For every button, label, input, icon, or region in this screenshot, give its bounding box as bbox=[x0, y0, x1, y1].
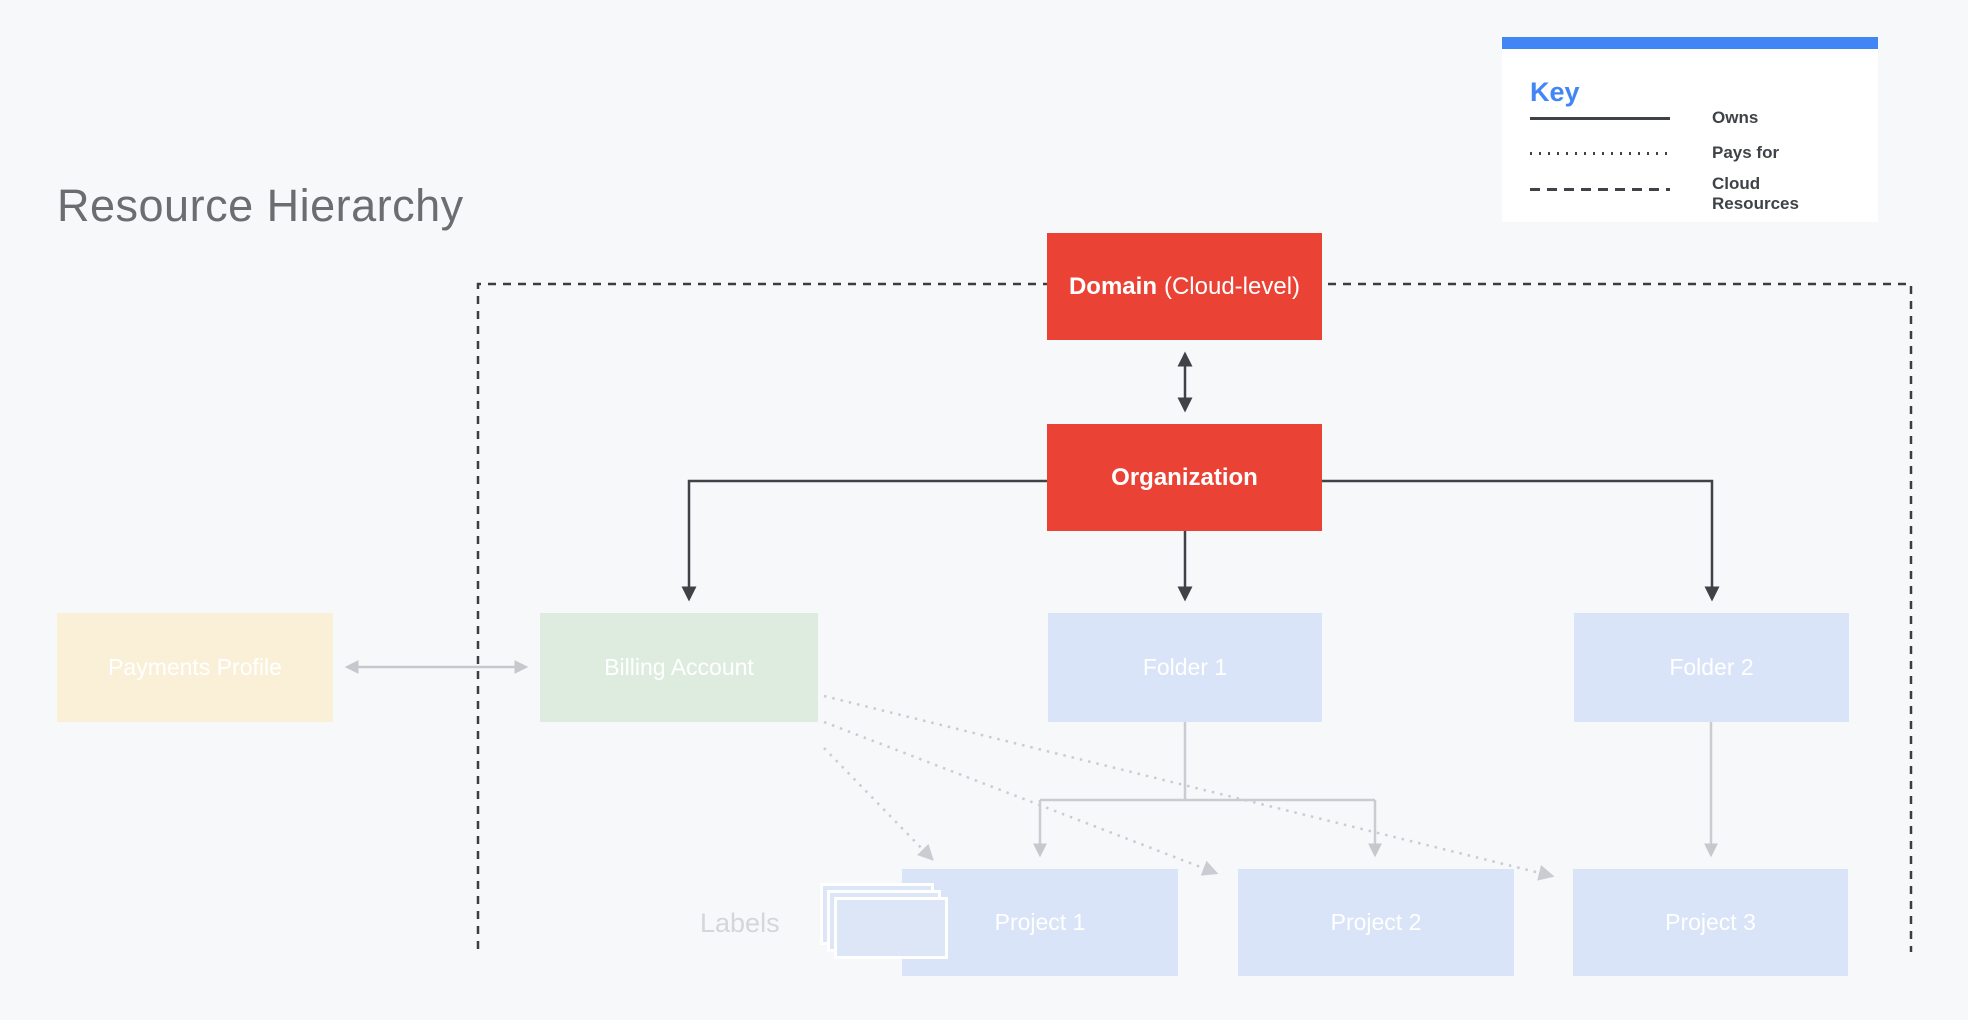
domain-node-sublabel: (Cloud-level) bbox=[1163, 272, 1301, 300]
owns-line-sample bbox=[1530, 117, 1670, 120]
domain-node-label: Domain bbox=[1068, 272, 1157, 300]
owns-label: Owns bbox=[1712, 108, 1759, 127]
labels-stack-icon bbox=[834, 897, 948, 959]
labels-caption: Labels bbox=[700, 908, 780, 938]
billing-project3-dotted-arrow bbox=[823, 694, 1555, 881]
project1-node-label: Project 1 bbox=[994, 909, 1086, 935]
pays-for-label: Pays for bbox=[1712, 143, 1780, 162]
project3-node-label: Project 3 bbox=[1665, 909, 1756, 935]
organization-folder2-arrow bbox=[1322, 479, 1720, 602]
payments-profile-node: Payments Profile bbox=[57, 613, 333, 722]
pays-for-line-sample bbox=[1530, 152, 1670, 155]
folder1-tree-stem bbox=[1040, 722, 1375, 802]
project3-node: Project 3 bbox=[1573, 869, 1848, 976]
billing-project2-dotted-arrow bbox=[823, 720, 1219, 876]
organization-node: Organization bbox=[1047, 424, 1322, 531]
project2-node: Project 2 bbox=[1238, 869, 1514, 976]
folder2-node: Folder 2 bbox=[1574, 613, 1849, 722]
legend: Key Owns Pays for Cloud Resources bbox=[1502, 37, 1878, 222]
domain-node: Domain (Cloud-level) bbox=[1047, 233, 1322, 340]
legend-heading: Key bbox=[1530, 77, 1580, 107]
project1-node: Project 1 bbox=[902, 869, 1178, 976]
legend-top-bar bbox=[1502, 37, 1878, 49]
organization-node-label: Organization bbox=[1111, 463, 1258, 491]
folder1-node-label: Folder 1 bbox=[1142, 654, 1228, 680]
billing-account-node-label: Billing Account bbox=[604, 654, 754, 680]
organization-billing-arrow bbox=[681, 479, 1047, 602]
page-title: Resource Hierarchy bbox=[57, 180, 464, 231]
cloud-resources-label: Cloud Resources bbox=[1712, 174, 1799, 213]
billing-account-node: Billing Account bbox=[540, 613, 818, 722]
project2-node-label: Project 2 bbox=[1330, 909, 1422, 935]
payments-profile-node-label: Payments Profile bbox=[108, 654, 282, 680]
folder1-node: Folder 1 bbox=[1048, 613, 1322, 722]
billing-project1-dotted-arrow bbox=[823, 747, 934, 861]
cloud-resources-line-sample bbox=[1530, 188, 1670, 191]
folder2-node-label: Folder 2 bbox=[1669, 654, 1754, 680]
